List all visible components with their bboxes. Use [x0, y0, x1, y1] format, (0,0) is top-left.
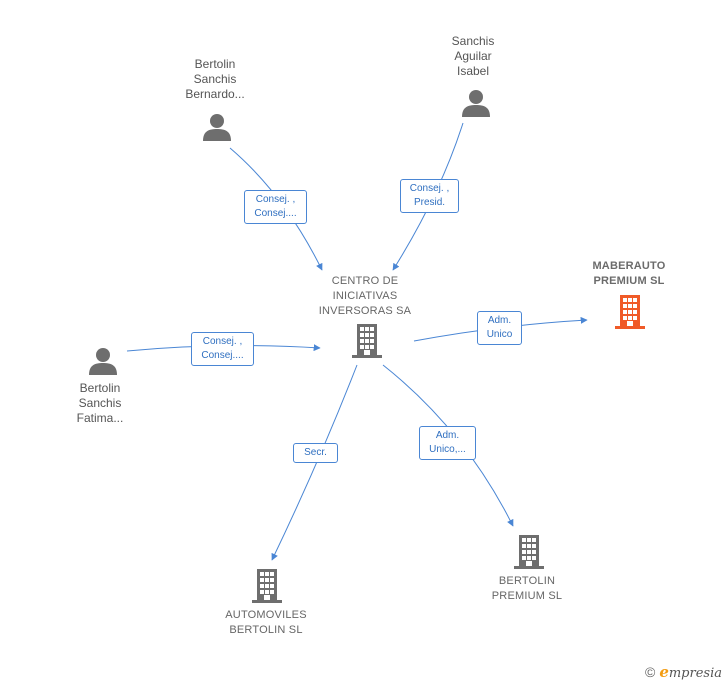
label-line: Sanchis [78, 396, 122, 410]
role-text: Unico [486, 329, 513, 340]
label-line: Bertolin [194, 57, 236, 71]
automoviles-company-label[interactable]: AUTOMOVILES BERTOLIN SL [207, 608, 325, 638]
center-company-label[interactable]: CENTRO DE INICIATIVAS INVERSORAS SA [300, 274, 430, 319]
role-text: Presid. [413, 197, 446, 208]
label-line: Bernardo... [185, 87, 245, 101]
person-icon[interactable] [202, 112, 232, 142]
brand-rest: mpresia [668, 666, 722, 681]
maberauto-company-label[interactable]: MABERAUTO PREMIUM SL [570, 259, 688, 289]
bertolin-premium-company-label[interactable]: BERTOLIN PREMIUM SL [468, 574, 586, 604]
label-line: AUTOMOVILES [225, 609, 307, 621]
role-text: Consej.... [254, 208, 297, 219]
role-text: Consej. , [409, 183, 450, 194]
role-text: Adm. [435, 430, 460, 441]
isabel-person-label[interactable]: Sanchis Aguilar Isabel [423, 34, 523, 79]
role-box-maberauto[interactable]: Adm. Unico [477, 311, 522, 345]
empresia-wordmark: empresia [659, 663, 722, 681]
role-box-bertolin-premium[interactable]: Adm. Unico,... [419, 426, 476, 460]
label-line: BERTOLIN SL [229, 624, 303, 636]
label-line: PREMIUM SL [491, 590, 563, 602]
building-icon-highlight[interactable] [615, 295, 645, 329]
label-line: MABERAUTO [592, 260, 666, 272]
building-icon[interactable] [252, 569, 282, 603]
label-line: Aguilar [454, 49, 492, 63]
role-box-bernardo[interactable]: Consej. , Consej.... [244, 190, 307, 224]
fatima-person-label[interactable]: Bertolin Sanchis Fatima... [50, 381, 150, 426]
brand-initial: e [659, 663, 669, 681]
label-line: INICIATIVAS [332, 290, 398, 302]
label-line: BERTOLIN [498, 575, 556, 587]
role-box-isabel[interactable]: Consej. , Presid. [400, 179, 459, 213]
role-box-fatima[interactable]: Consej. , Consej.... [191, 332, 254, 366]
label-line: PREMIUM SL [593, 275, 665, 287]
label-line: Isabel [456, 64, 490, 78]
role-text: Consej.... [201, 350, 244, 361]
label-line: Sanchis [451, 34, 495, 48]
person-icon[interactable] [461, 88, 491, 118]
empresia-brand-logo: © empresia [645, 663, 722, 681]
role-box-automoviles[interactable]: Secr. [293, 443, 338, 463]
copyright-symbol: © [644, 664, 656, 680]
bernardo-person-label[interactable]: Bertolin Sanchis Bernardo... [165, 57, 265, 102]
label-line: Sanchis [193, 72, 237, 86]
person-icon[interactable] [88, 346, 118, 376]
label-line: Fatima... [76, 411, 124, 425]
role-text: Adm. [487, 315, 512, 326]
label-line: Bertolin [79, 381, 121, 395]
label-line: INVERSORAS SA [318, 305, 412, 317]
label-line: CENTRO DE [331, 275, 399, 287]
role-text: Unico,... [429, 444, 466, 455]
building-icon[interactable] [514, 535, 544, 569]
role-text: Consej. , [255, 194, 296, 205]
building-icon[interactable] [352, 324, 382, 358]
role-text: Consej. , [202, 336, 243, 347]
role-text: Secr. [304, 447, 327, 458]
